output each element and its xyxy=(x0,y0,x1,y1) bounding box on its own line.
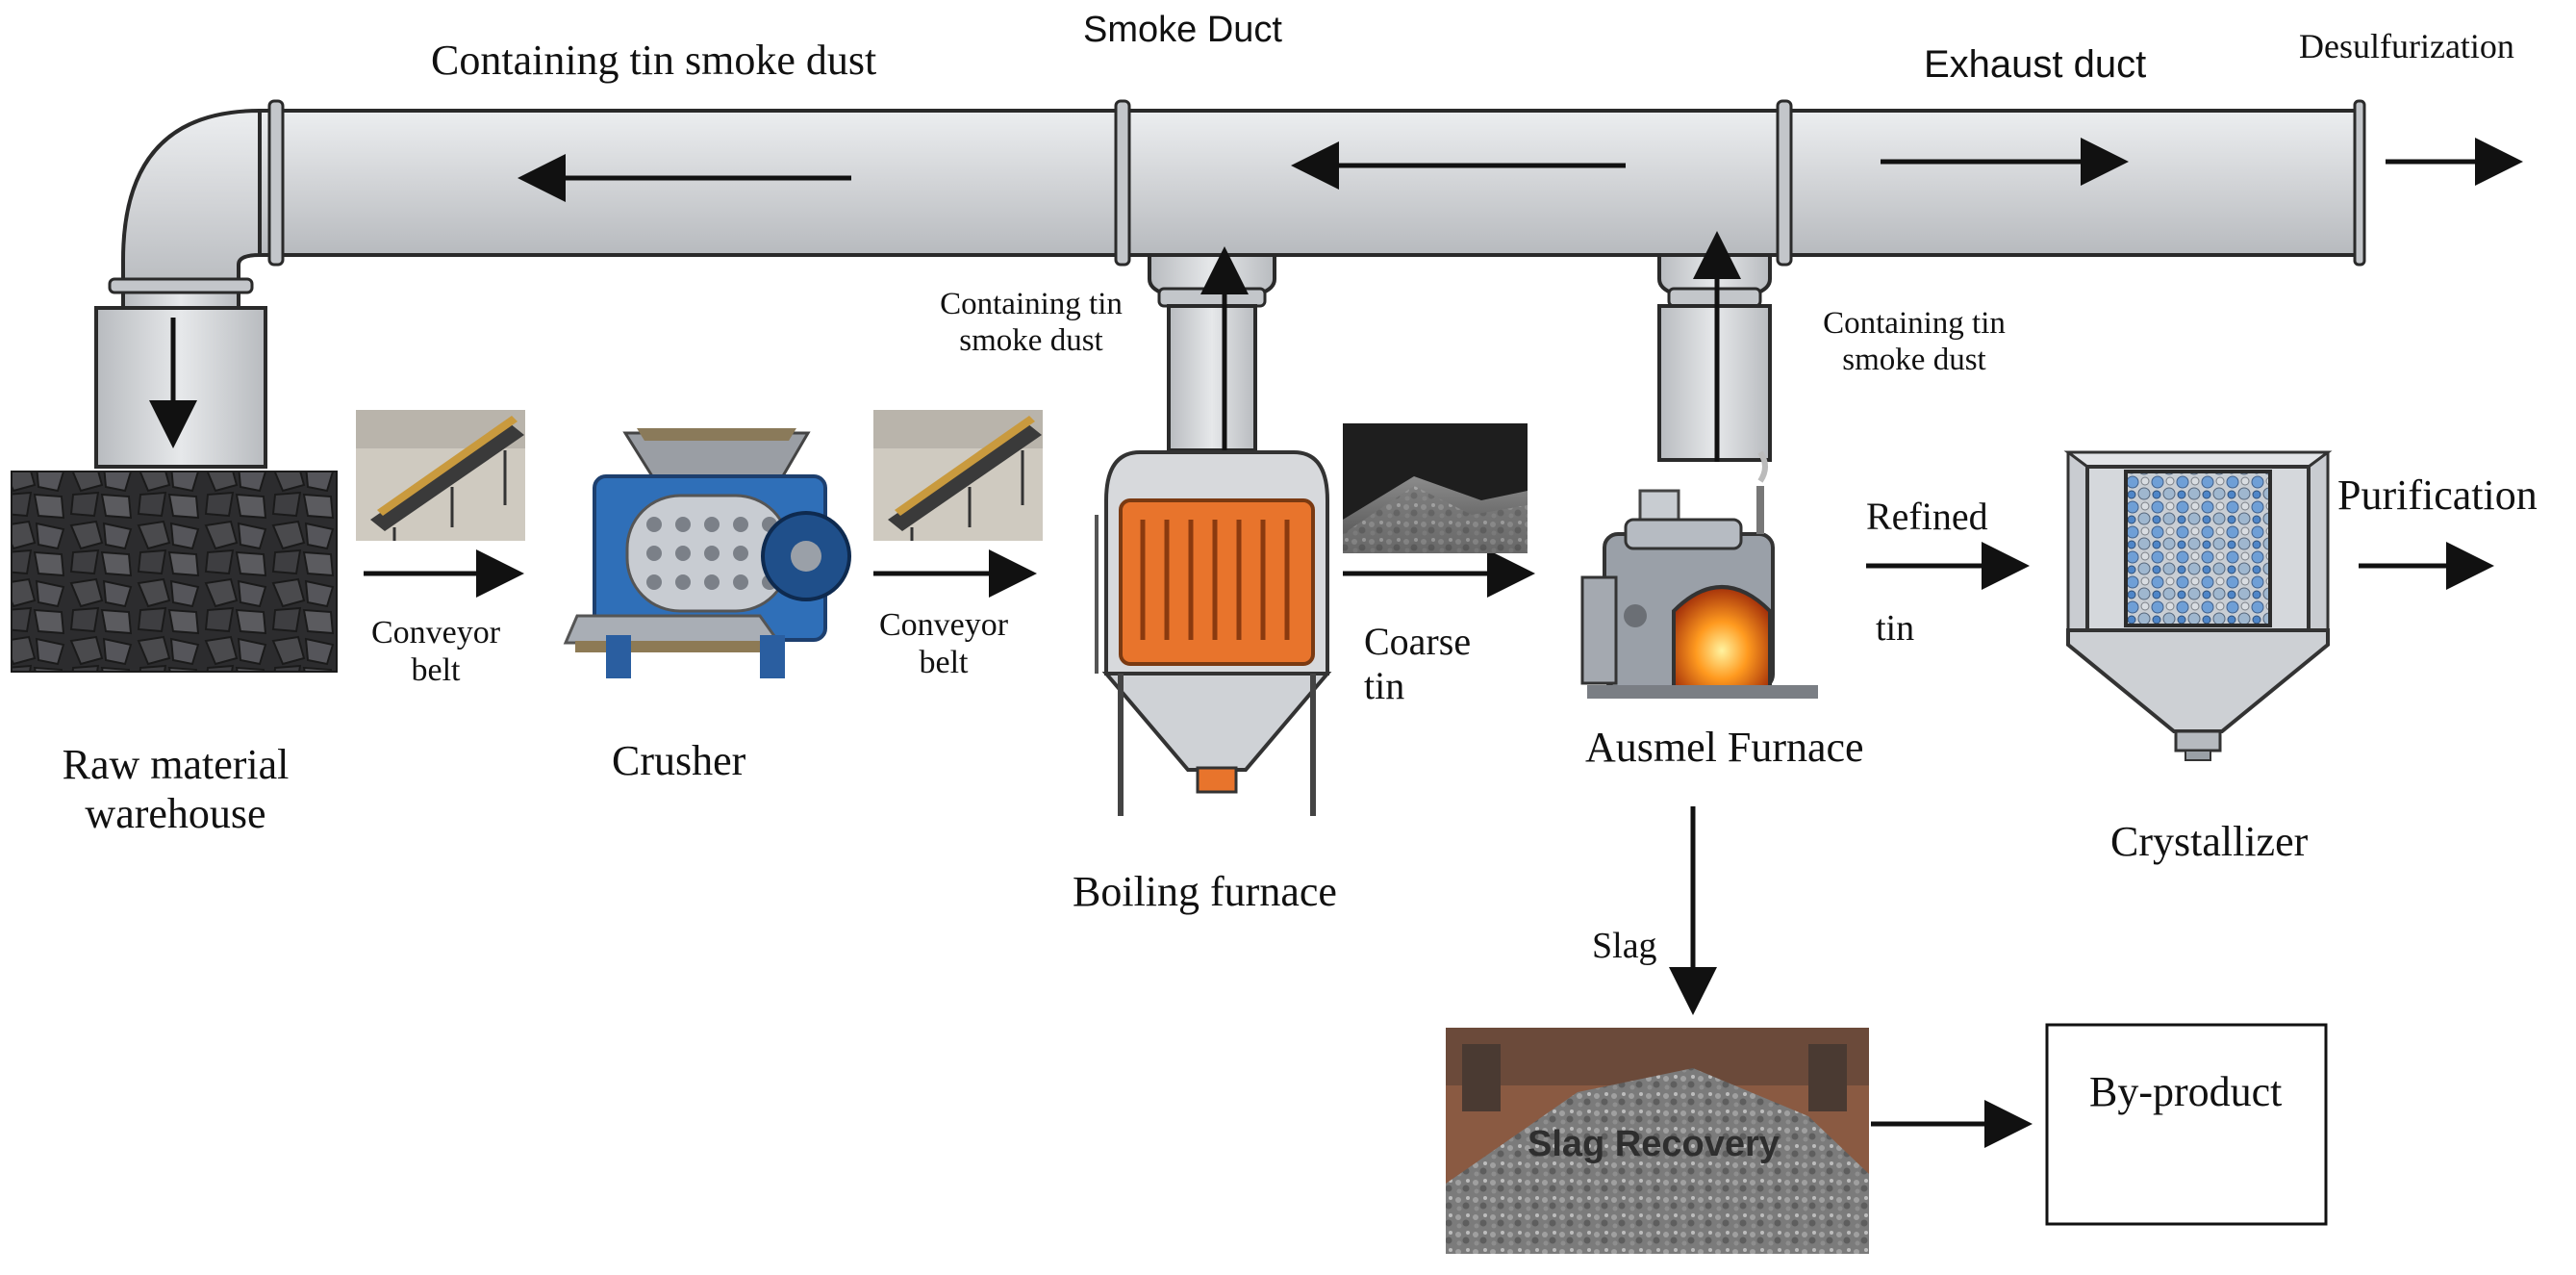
crusher-label: Crusher xyxy=(612,737,746,784)
exhaust-duct-label: Exhaust duct xyxy=(1924,43,2147,86)
ausmel-furnace-label: Ausmel Furnace xyxy=(1585,724,1864,771)
slag-label: Slag xyxy=(1592,926,1657,966)
crystallizer-label: Crystallizer xyxy=(2110,818,2309,865)
tin-label: tin xyxy=(1876,608,1915,649)
desulfurization-label: Desulfurization xyxy=(2299,27,2514,65)
smoke-duct-label: Smoke Duct xyxy=(1083,10,1282,50)
purification-label: Purification xyxy=(2337,472,2538,519)
containing-tin-smoke-dust-left-label: Containing tin smoke dust xyxy=(940,287,1123,358)
by-product-box xyxy=(2045,1023,2328,1226)
crusher-illustration xyxy=(563,428,851,678)
containing-tin-smoke-dust-top-label: Containing tin smoke dust xyxy=(431,37,877,84)
conveyor-belt-1-label: Conveyor belt xyxy=(370,615,501,689)
containing-tin-smoke-dust-right-label: Containing tin smoke dust xyxy=(1823,306,2006,377)
crystallizer-illustration xyxy=(2063,450,2333,761)
boiling-furnace-label: Boiling furnace xyxy=(1073,868,1337,915)
flow-arrows xyxy=(149,138,2523,1148)
slag-recovery-label: Slag Recovery xyxy=(1528,1124,1780,1164)
conveyor-belt-image-2 xyxy=(873,410,1043,541)
conveyor-belt-image-1 xyxy=(356,410,525,541)
by-product-label: By-product xyxy=(2089,1068,2283,1115)
refined-label: Refined xyxy=(1866,495,1988,538)
ausmel-furnace-illustration xyxy=(1580,450,1818,699)
conveyor-belt-2-label: Conveyor belt xyxy=(878,607,1009,681)
coarse-tin-label: Coarse tin xyxy=(1364,620,1472,707)
raw-material-coal-image xyxy=(11,471,338,673)
coarse-tin-image xyxy=(1343,423,1528,553)
slag-recovery-image xyxy=(1446,1028,1869,1254)
boiling-furnace-illustration xyxy=(1095,450,1332,816)
smoke-duct-pipe xyxy=(94,99,2366,469)
raw-material-warehouse-label: Raw material warehouse xyxy=(62,741,290,837)
boiling-furnace-riser-pipe xyxy=(1148,253,1276,452)
